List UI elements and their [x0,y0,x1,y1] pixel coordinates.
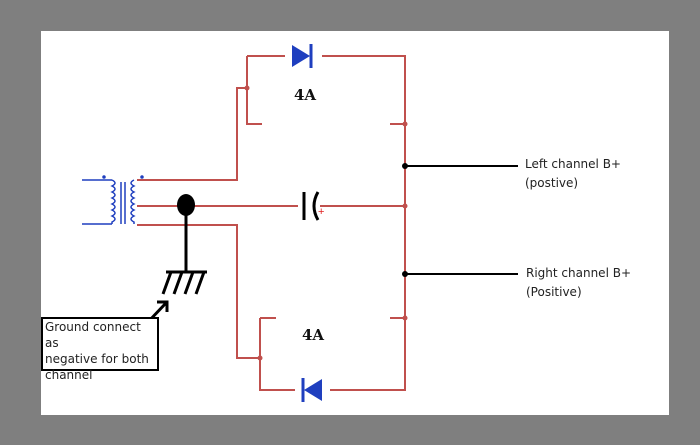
ground-note-line2: negative for both [45,352,149,366]
right-channel-label: Right channel B+ (Positive) [526,264,631,302]
left-channel-label-line1: Left channel B+ [525,157,621,171]
left-channel-label: Left channel B+ (postive) [525,155,621,193]
bottom-diode-rating: 4A [302,326,325,344]
bottom-diode-icon [301,378,322,402]
ground-node [177,194,195,272]
right-channel-label-line1: Right channel B+ [526,266,631,280]
transformer-icon [82,175,144,225]
left-channel-label-line2: (postive) [525,176,579,190]
top-diode-rating: 4A [294,86,317,104]
ground-icon [161,270,207,295]
ground-note-line3: channel [45,368,93,382]
capacitor-icon [302,191,320,221]
ground-note-box: Ground connect as negative for both chan… [41,317,159,382]
top-diode-icon [292,44,313,68]
right-channel-label-line2: (Positive) [526,285,582,299]
ground-note-line1: Ground connect as [45,320,141,350]
capacitor-polarity-label: + [318,206,324,218]
junction-dots [244,85,408,361]
output-leads [402,163,518,277]
